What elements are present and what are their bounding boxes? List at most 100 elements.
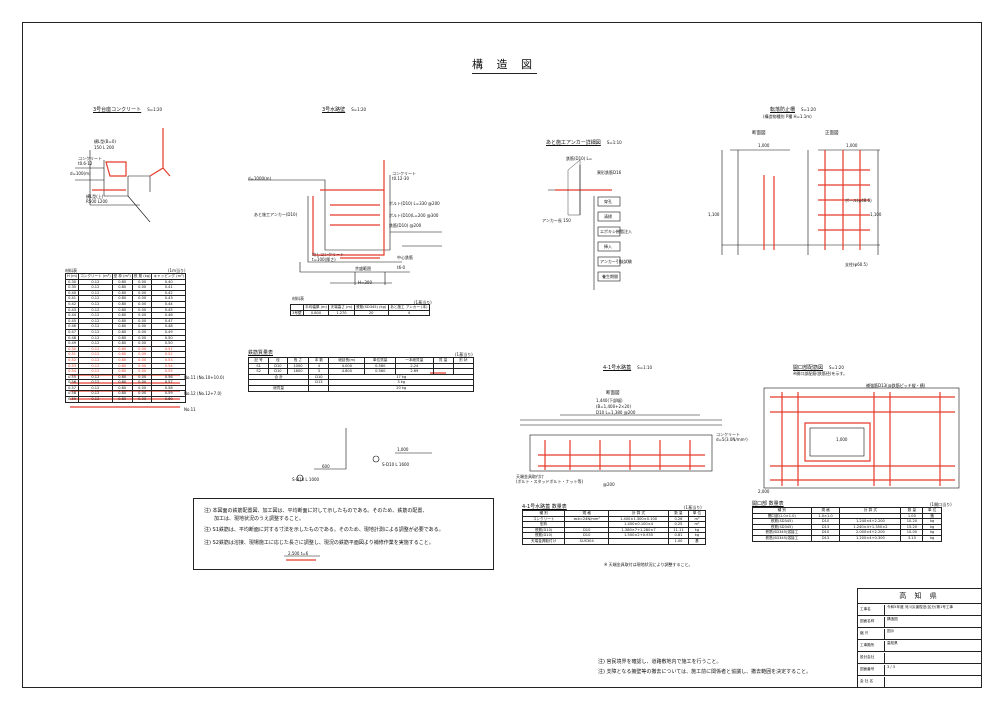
abut-label-4: t0.6-12 [78, 161, 93, 166]
title-block-row: 図面名称構造図 [858, 615, 981, 628]
material-table-cell: 0.59 [151, 390, 186, 398]
rebar-table-cell: 3 kg [328, 379, 474, 386]
culvert-label-6: 天端金具取付け [516, 474, 544, 479]
material-table-cell: 0.80 [111, 301, 133, 308]
title-block-row: 工事箇所高知県 [858, 639, 981, 652]
culvert-label-8: @200 [603, 482, 615, 487]
note-2: 加工は、現地状況のうえ調整すること。 [204, 516, 305, 522]
anchor-label-1: 鉄筋(D10) L= [566, 156, 593, 161]
material-table-cell: 0.50 [151, 340, 186, 347]
material-table: H (m)コンクリート (m³)型 枠 (m²)鉄 筋 (kg)キャッピング (… [64, 273, 186, 403]
notes-box: 注) 本図面の鉄筋配置図、加工図は、平均断面に対して示したものである。そのため、… [193, 498, 494, 570]
material2-unit: (1基当り) [414, 300, 432, 305]
material-table-cell: 0.12 [78, 351, 113, 358]
material-table-cell: 0.57 [151, 379, 186, 386]
material-table-cell: 0.80 [111, 289, 133, 297]
net-label-2: 1,000 [846, 143, 858, 148]
material-table-cell: 0.80 [111, 317, 133, 325]
lid-table-cell: 天端金具取付け [521, 538, 566, 545]
title-block-agency: 高 知 県 [899, 592, 940, 600]
material-table-unit: (1m当り) [168, 268, 186, 273]
drain-label-13: H=300 [358, 280, 372, 285]
lid-table-cell [608, 538, 669, 545]
note-3: 注) S1鉄筋は、平均断面に対する寸法を示したものである。そのため、現地計測によ… [204, 527, 444, 533]
anchor-label-2: 異形鉄筋D16 [597, 170, 622, 175]
rebar-table-cell: 4 [308, 362, 330, 370]
material-table-header-4: キャッピング (m³) [151, 273, 186, 280]
material-table-header-3: 鉄 筋 (kg) [131, 273, 153, 280]
rebar-table-header-3: 本 数 [308, 357, 330, 364]
drain-label-7: 鉄筋(D10) @200 [389, 223, 422, 228]
lid-table-cell: 基 [687, 538, 707, 545]
material-table-cell: 0.12 [78, 278, 113, 286]
material-table-cell: 0.49 [151, 328, 186, 336]
opening-table-cell: 1.200×4+0.300 [839, 535, 902, 542]
material2-header-4: あと施工 アンカー (本) [387, 304, 431, 311]
material-table-cell: 0.51 [151, 345, 186, 353]
material-table-cell: 0.80 [111, 295, 133, 302]
culvert-label-2: (B=1,400+2×20) [596, 404, 632, 409]
material-table-cell: 0.12 [78, 396, 113, 403]
rebar-table-unit: (1基当り) [455, 352, 473, 357]
material-table-cell: 0.12 [78, 312, 113, 319]
abut-label-2: 150 L 200 [94, 145, 115, 150]
title-block-value [884, 677, 961, 688]
rebar-table-cell: D10 [268, 368, 288, 375]
drain-label-3: t0.12-30 [392, 176, 410, 181]
title-block-key: 設計会社 [860, 655, 875, 659]
anchor-label-3: アンカー長 150 [542, 218, 571, 223]
rebar-table-cell: D10 [308, 373, 330, 381]
material-table-cell: 0.58 [151, 384, 186, 392]
net-label-5: ポール(φ48.6) [845, 198, 872, 203]
drain-label-11: t=100(厚さ) [312, 257, 336, 262]
material-table-cell: 0.12 [78, 317, 113, 325]
material-table-header-1: コンクリート (m³) [78, 273, 113, 280]
material-table-cell: 0.12 [78, 301, 113, 308]
rebar-table-cell: D13 [308, 379, 330, 386]
material-table-cell: 0.48 [151, 323, 186, 330]
title-block-key: 図面名称 [860, 619, 875, 623]
drain-label-9: t6-0 [397, 265, 406, 270]
opening-table-cell: 3.10 [900, 535, 924, 542]
netguard-view-front: 正面図 [825, 131, 839, 136]
material-table-cell: 0.42 [151, 289, 186, 297]
anchor-step-2: 清掃 [604, 214, 612, 219]
net-label-1: 1,000 [758, 143, 770, 148]
material-table-cell: 0.60 [151, 396, 186, 403]
netguard-view-section: 断面図 [752, 131, 766, 136]
material-table-cell: 0.12 [78, 345, 113, 353]
material-table-cell: 0.80 [111, 284, 133, 291]
material-table-cell: 0.80 [111, 340, 133, 347]
title-block-key: 縮 尺 [860, 631, 869, 635]
drain-label-4: あと施工アンカー(D10) [254, 212, 298, 217]
material-table-cell: 0.12 [78, 306, 113, 314]
material-table-cell: 0.80 [111, 328, 133, 336]
material2-header-3: 鉄筋(SD345) (kg) [353, 304, 389, 311]
anchor-step-4: 挿入 [604, 244, 612, 249]
material-table-cell: 0.80 [111, 368, 133, 375]
title-block-key: 会 社 名 [860, 679, 874, 683]
material2-cell: 20 [353, 309, 389, 317]
material-table-cell: 0.12 [78, 340, 113, 347]
anchor-step-6: 養生期間 [602, 274, 618, 279]
material-table-cell: 0.53 [151, 356, 186, 364]
material-table-cell: 0.00 [131, 396, 153, 403]
drawing-title: 構 造 図 [472, 56, 537, 74]
